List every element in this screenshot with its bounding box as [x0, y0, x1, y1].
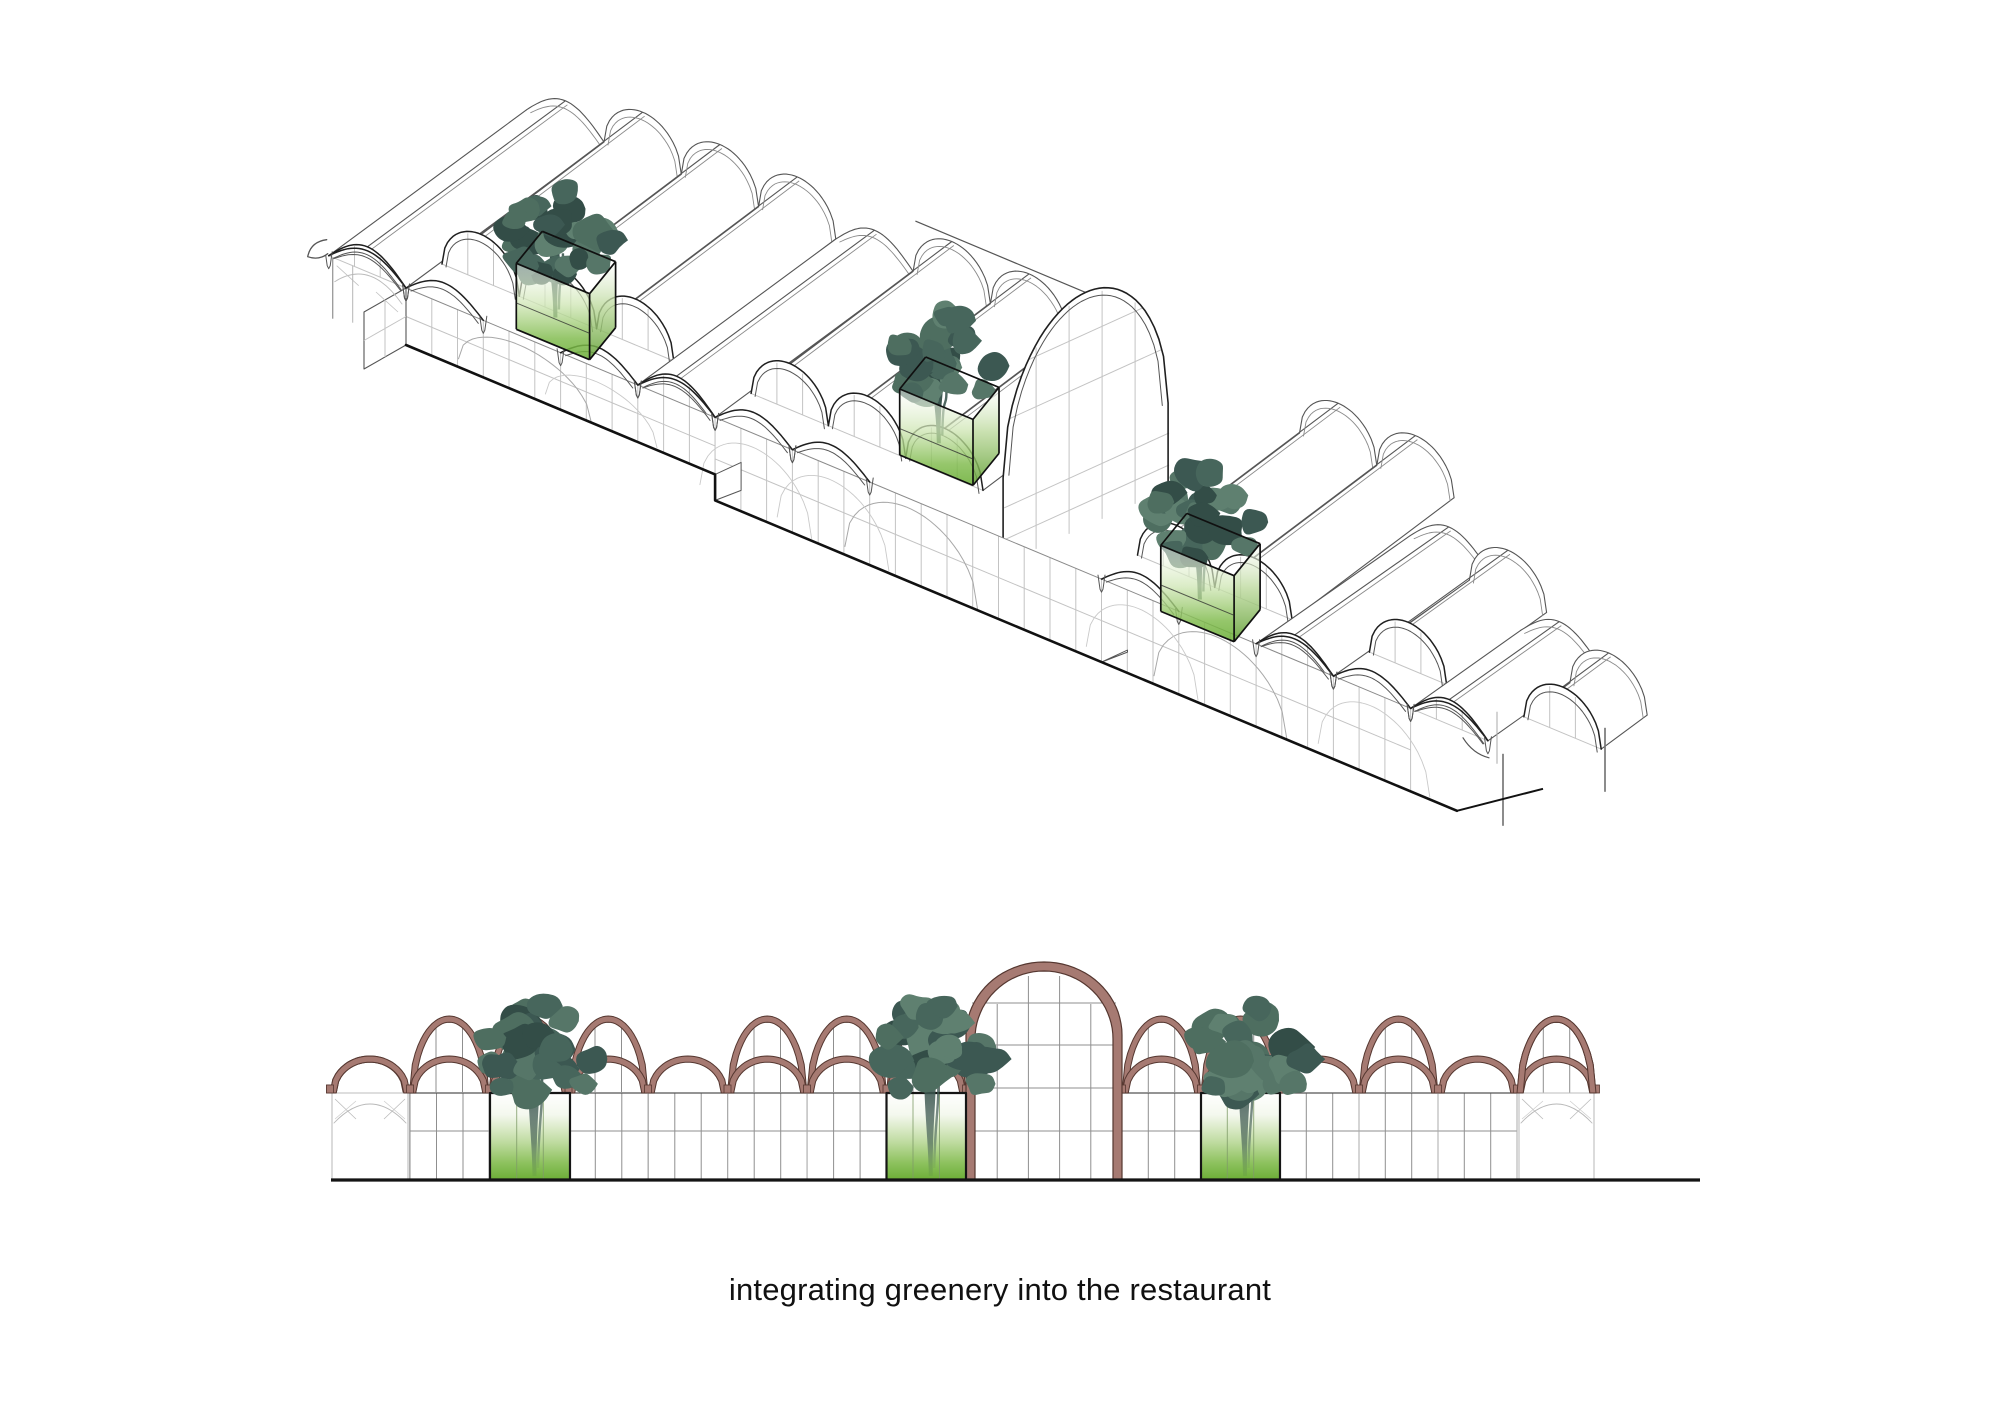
svg-text:integrating greenery into the: integrating greenery into the restaurant: [729, 1272, 1271, 1307]
